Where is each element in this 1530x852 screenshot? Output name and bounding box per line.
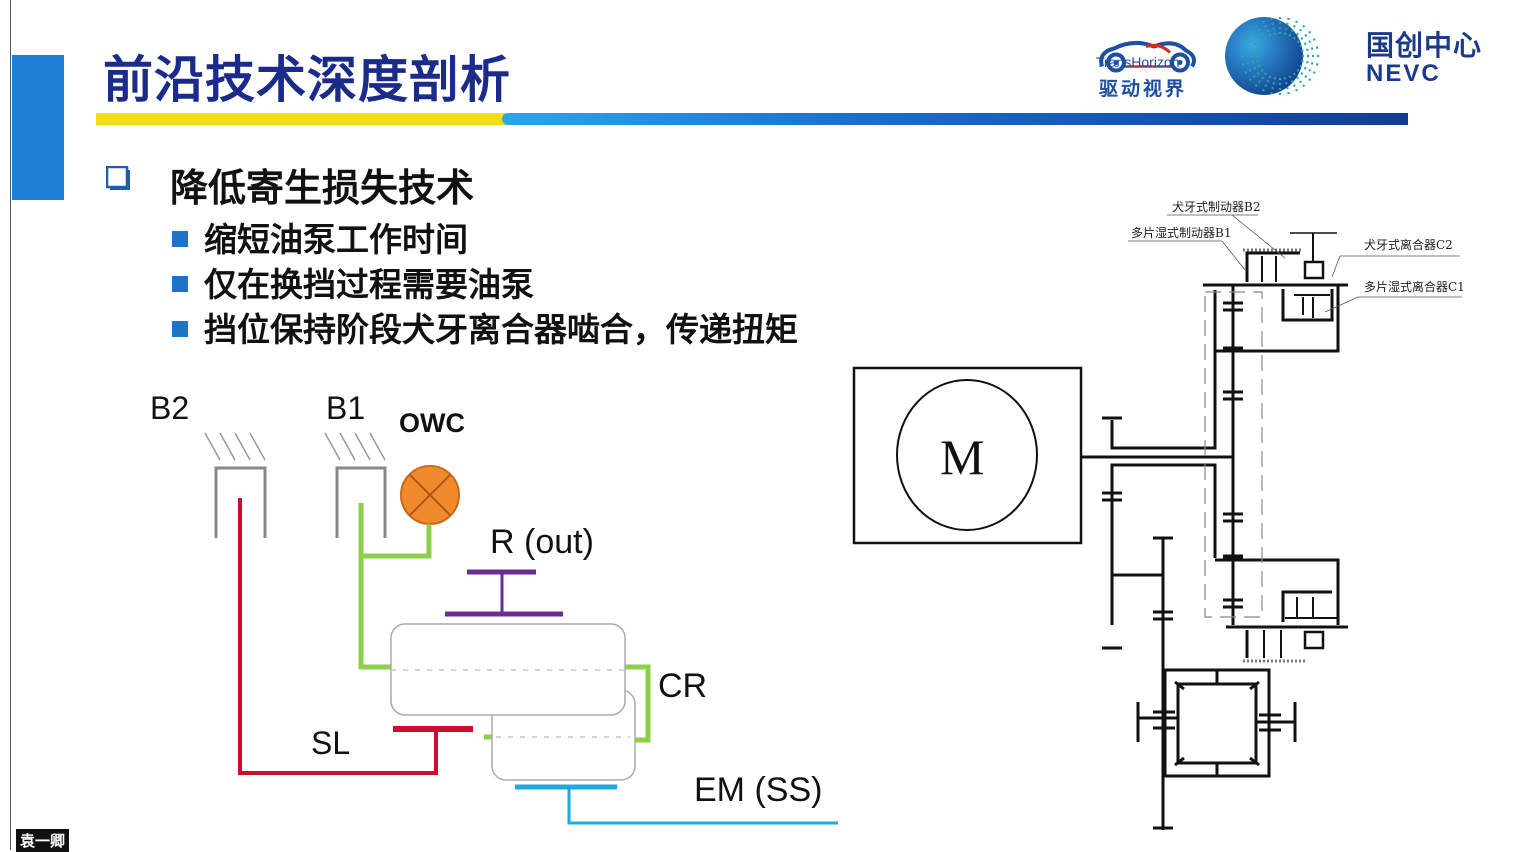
car-swirl-logo-icon (1099, 41, 1196, 73)
em-ss-link (567, 787, 838, 825)
nevc-name-en: NEVC (1366, 60, 1441, 87)
title-underline-blue (502, 113, 1408, 125)
callout-wet-clutch-c1: 多片湿式离合器C1 (1364, 280, 1465, 294)
nevc-name-cn: 国创中心 (1366, 29, 1483, 62)
slide-title: 前沿技术深度剖析 (103, 51, 511, 109)
callout-dog-brake-b2: 犬牙式制动器B2 (1172, 200, 1261, 214)
square-bullet-icon (172, 231, 188, 247)
callout-dog-clutch-c2: 犬牙式离合器C2 (1364, 238, 1453, 252)
logo-dot-ray (1261, 19, 1272, 37)
label-cr: CR (658, 667, 708, 705)
label-sl: SL (311, 725, 351, 761)
b1-ground-hatch (324, 432, 386, 461)
transhorizon-name-cn: 驱动视界 (1099, 78, 1188, 100)
logo-dot-ray (1301, 46, 1320, 53)
motor-circle (896, 379, 1038, 531)
title-side-accent (12, 55, 64, 200)
logo-dot-ray (1283, 16, 1290, 35)
logo-dot-ray (1288, 19, 1299, 37)
square-bullet-icon (172, 321, 188, 337)
bullet-item: 挡位保持阶段犬牙离合器啮合，传递扭矩 (204, 310, 798, 349)
logo-dot-ray (1288, 75, 1299, 93)
label-b1: B1 (326, 390, 366, 426)
label-em-ss: EM (SS) (694, 771, 823, 809)
left-border-line (10, 0, 11, 850)
logo-dot-ray (1270, 77, 1277, 96)
label-owc: OWC (399, 408, 465, 438)
bullet-item: 缩短油泵工作时间 (204, 220, 468, 259)
logo-dot-ray (1301, 59, 1320, 66)
logo-dot-ray (1240, 59, 1259, 66)
cr-link-right (625, 664, 651, 743)
logo-dot-ray (1283, 77, 1290, 96)
owc-clutch-icon (400, 465, 460, 525)
logo-dot-ray (1261, 75, 1272, 93)
transhorizon-name-en: TransHorizon (1096, 54, 1180, 70)
title-underline-yellow (96, 113, 506, 125)
label-r-out: R (out) (490, 523, 594, 561)
b2-ground-hatch (204, 432, 266, 461)
square-bullet-icon (172, 276, 188, 292)
motor-label: M (940, 429, 985, 485)
hollow-square-bullet-icon (106, 166, 130, 190)
logo-dot-ray (1240, 46, 1259, 53)
b2-sl-link (238, 498, 438, 775)
globe-dots-logo-icon (1225, 16, 1320, 96)
logo-dot-ray (1270, 16, 1277, 35)
author-watermark: 袁一卿 (16, 829, 70, 852)
bullet-item: 仅在换挡过程需要油泵 (204, 265, 534, 304)
b1-brake-bracket (335, 466, 387, 538)
label-b2: B2 (150, 390, 190, 426)
section-heading: 降低寄生损失技术 (170, 166, 475, 210)
callout-wet-brake-b1: 多片湿式制动器B1 (1131, 226, 1232, 240)
b2-brake-bracket (214, 466, 267, 538)
